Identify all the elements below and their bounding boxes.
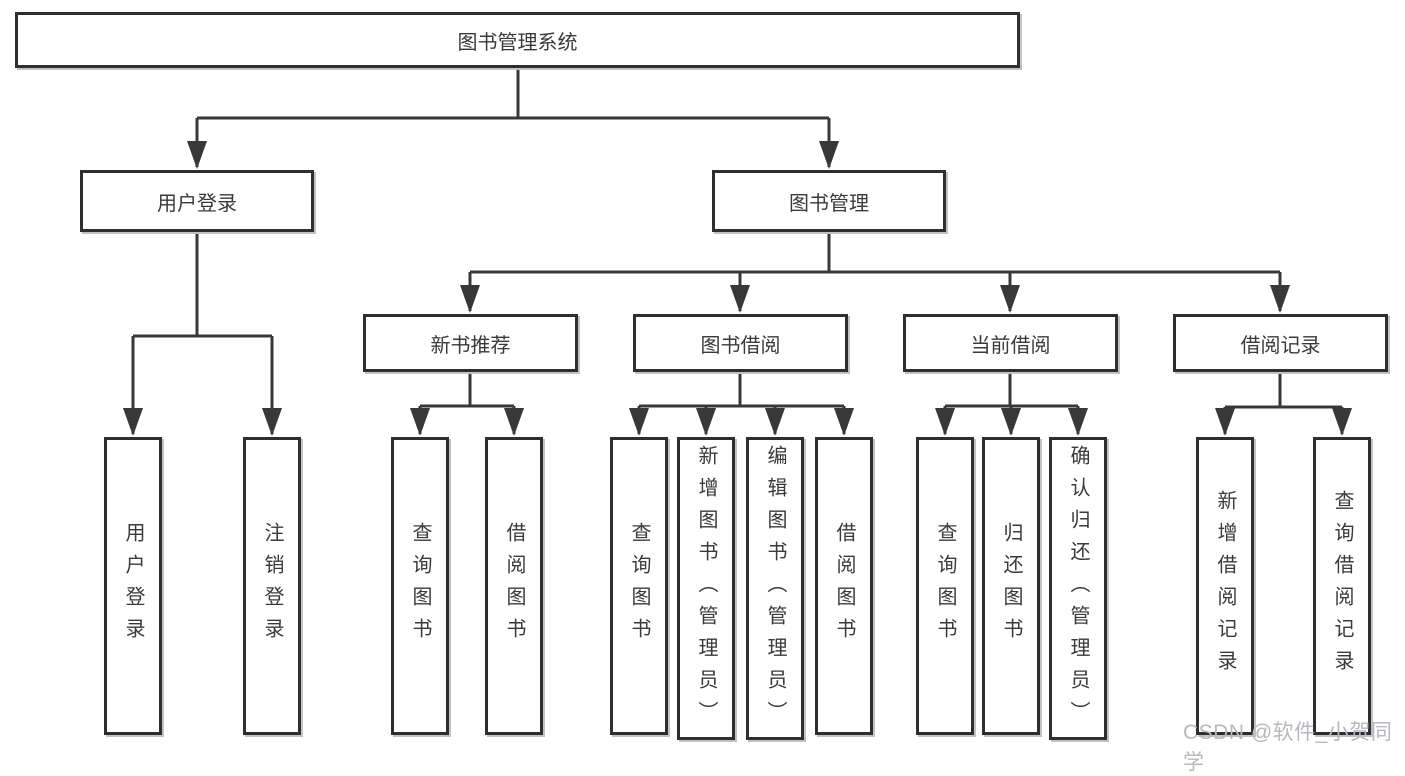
- node-new-book-recommend: 新书推荐: [363, 314, 578, 372]
- leaf-query-books: 查询图书: [610, 437, 668, 735]
- connector-userlogin-rail: [133, 232, 272, 338]
- node-book-management: 图书管理: [712, 170, 946, 232]
- connector-records-rail: [1225, 372, 1342, 409]
- csdn-watermark: CSDN @软件_小贺同学: [1183, 721, 1393, 774]
- leaf-query-books: 查询图书: [916, 437, 974, 735]
- connector-root-rail: [197, 68, 829, 120]
- leaf-query-books: 查询图书: [391, 437, 449, 735]
- leaf-borrow-books: 借阅图书: [485, 437, 543, 735]
- leaf-logout: 注销登录: [243, 437, 301, 735]
- connector-newbook-rail: [420, 372, 514, 408]
- connector-bookmgmt-rail: [470, 232, 1280, 274]
- node-current-borrow: 当前借阅: [903, 314, 1118, 372]
- leaf-query-borrow-record: 查询借阅记录: [1313, 437, 1371, 735]
- connector-currentborrow-rail: [945, 372, 1078, 408]
- leaf-add-books-admin: 新增图书（管理员）: [677, 437, 735, 740]
- leaf-user-login: 用户登录: [104, 437, 162, 735]
- node-borrow-records: 借阅记录: [1173, 314, 1388, 372]
- connector-bookborrow-rail: [639, 372, 844, 408]
- node-library-system: 图书管理系统: [15, 12, 1020, 68]
- node-book-borrow: 图书借阅: [633, 314, 848, 372]
- leaf-add-borrow-record: 新增借阅记录: [1196, 437, 1254, 735]
- leaf-return-books: 归还图书: [982, 437, 1040, 735]
- diagram-canvas: { "diagram_title": "图书管理系统", "watermark"…: [15, 12, 1392, 774]
- node-user-login: 用户登录: [80, 170, 314, 232]
- leaf-borrow-books: 借阅图书: [815, 437, 873, 735]
- tree-connectors: [123, 68, 1352, 436]
- leaf-confirm-return-admin: 确认归还（管理员）: [1049, 437, 1107, 740]
- leaf-edit-books-admin: 编辑图书（管理员）: [746, 437, 804, 740]
